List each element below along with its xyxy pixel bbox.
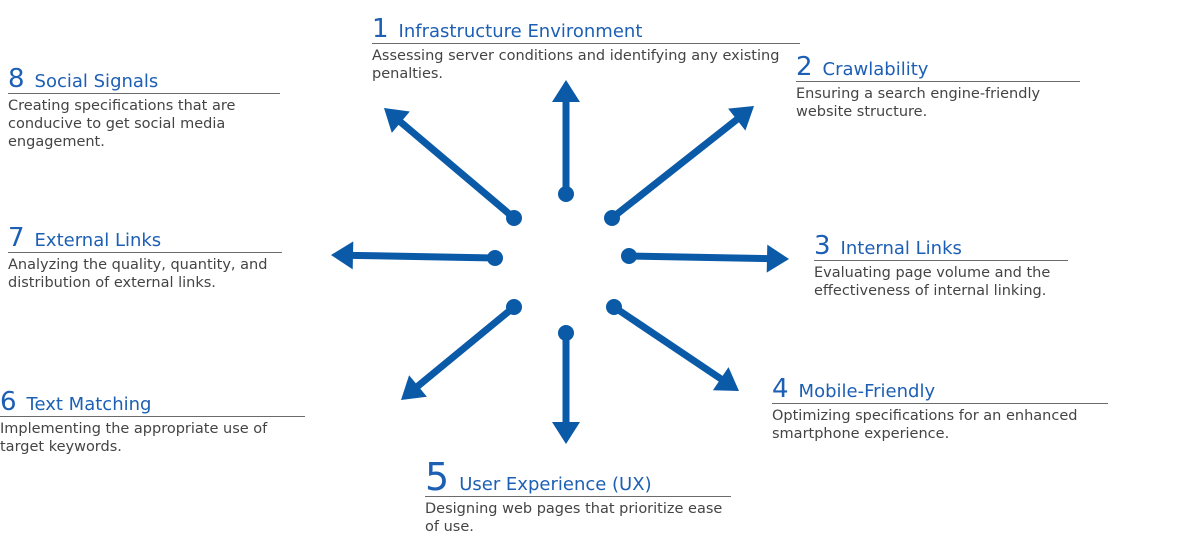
arrow-head — [331, 241, 354, 270]
item-number: 5 — [425, 455, 450, 499]
arrow-head — [728, 106, 754, 131]
item-number: 6 — [0, 387, 17, 417]
item-title: Crawlability — [822, 59, 929, 80]
item-title: Social Signals — [34, 71, 159, 92]
arrow-text-matching — [401, 299, 522, 400]
item-number: 1 — [372, 14, 389, 44]
item-description: Creating specifications that are conduci… — [8, 98, 236, 150]
arrow-head — [401, 375, 427, 400]
arrow-external-links — [331, 241, 503, 270]
arrow-shaft — [609, 115, 741, 221]
arrow-head — [552, 80, 580, 102]
item-description: Implementing the appropriate use of targ… — [0, 421, 268, 455]
item-external-links: 7 External Links Analyzing the quality, … — [8, 225, 282, 292]
arrow-head — [384, 108, 410, 133]
item-heading: 5 User Experience (UX) — [425, 455, 731, 499]
item-text-matching: 6 Text Matching Implementing the appropr… — [0, 389, 305, 456]
item-infrastructure-environment: 1 Infrastructure Environment Assessing s… — [372, 16, 800, 83]
item-number: 8 — [8, 64, 25, 94]
item-description: Ensuring a search engine-friendly websit… — [796, 86, 1041, 120]
item-title: External Links — [34, 230, 162, 251]
item-heading: 4 Mobile-Friendly — [772, 376, 1108, 404]
item-number: 3 — [814, 231, 831, 261]
item-heading: 2 Crawlability — [796, 54, 1080, 82]
arrow-shaft — [414, 304, 517, 390]
item-number: 2 — [796, 52, 813, 82]
arrow-internal-links — [621, 244, 789, 273]
arrow-origin-dot — [606, 299, 622, 315]
arrow-origin-dot — [604, 210, 620, 226]
item-social-signals: 8 Social Signals Creating specifications… — [8, 66, 280, 151]
item-description: Assessing server conditions and identify… — [372, 48, 780, 82]
arrow-head — [712, 367, 739, 391]
item-mobile-friendly: 4 Mobile-Friendly Optimizing specificati… — [772, 376, 1108, 443]
arrow-origin-dot — [558, 186, 574, 202]
arrow-shaft — [350, 251, 496, 262]
arrow-origin-dot — [506, 210, 522, 226]
item-title: Internal Links — [840, 238, 962, 259]
arrow-head — [766, 244, 789, 273]
arrow-origin-dot — [487, 250, 503, 266]
arrow-social-signals — [384, 108, 522, 226]
arrow-head — [552, 422, 580, 444]
arrow-shaft — [628, 252, 770, 263]
item-title: Infrastructure Environment — [398, 21, 643, 42]
arrow-user-experience — [552, 325, 580, 444]
item-description: Evaluating page volume and the effective… — [814, 265, 1051, 299]
item-internal-links: 3 Internal Links Evaluating page volume … — [814, 233, 1068, 300]
item-title: Mobile-Friendly — [798, 381, 936, 402]
item-heading: 6 Text Matching — [0, 389, 305, 417]
item-number: 4 — [772, 374, 789, 404]
item-title: User Experience (UX) — [459, 474, 652, 495]
arrow-origin-dot — [558, 325, 574, 341]
item-description: Optimizing specifications for an enhance… — [772, 408, 1078, 442]
item-title: Text Matching — [26, 394, 152, 415]
item-heading: 8 Social Signals — [8, 66, 280, 94]
arrow-infrastructure — [552, 80, 580, 202]
item-heading: 1 Infrastructure Environment — [372, 16, 800, 44]
item-crawlability: 2 Crawlability Ensuring a search engine-… — [796, 54, 1080, 121]
item-heading: 3 Internal Links — [814, 233, 1068, 261]
arrow-crawlability — [604, 106, 754, 226]
item-description: Designing web pages that prioritize ease… — [425, 501, 723, 535]
arrow-origin-dot — [506, 299, 522, 315]
item-number: 7 — [8, 223, 25, 253]
item-description: Analyzing the quality, quantity, and dis… — [8, 257, 268, 291]
arrow-shaft — [397, 118, 517, 221]
arrow-mobile-friendly — [606, 299, 739, 391]
arrow-shaft — [612, 304, 725, 383]
item-heading: 7 External Links — [8, 225, 282, 253]
item-user-experience: 5 User Experience (UX) Designing web pag… — [425, 455, 731, 536]
arrow-origin-dot — [621, 248, 637, 264]
